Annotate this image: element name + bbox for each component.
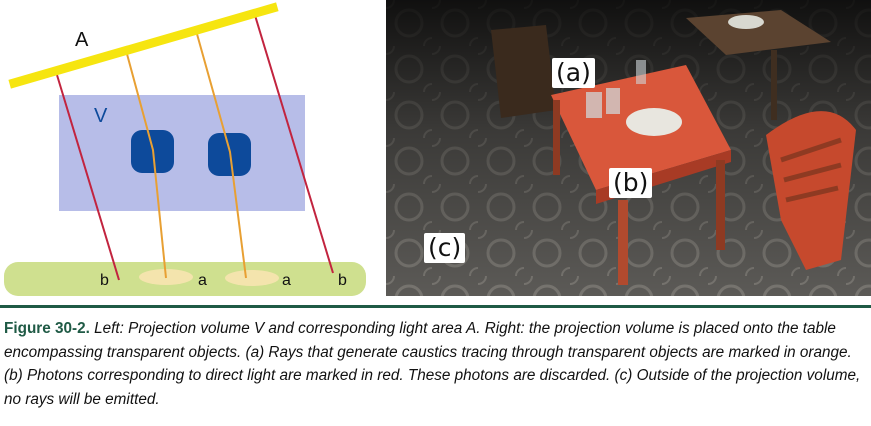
rendered-scene-image: (a) (b) (c) <box>386 0 871 296</box>
orange-ray <box>196 33 247 279</box>
ground-label-a-right: a <box>282 272 291 289</box>
main-table-leg <box>618 200 628 285</box>
back-plate <box>728 15 764 29</box>
projection-volume-diagram: A V b a a b <box>4 2 366 296</box>
glass <box>636 60 646 84</box>
light-area-label: A <box>75 29 89 51</box>
main-table-leg <box>553 100 560 175</box>
caption-divider <box>0 305 871 308</box>
back-table-leg <box>771 50 777 120</box>
volume-label: V <box>94 105 108 127</box>
figure-caption: Figure 30-2. Left: Projection volume V a… <box>4 317 870 411</box>
light-area-bar <box>8 2 279 89</box>
chair-right-slats <box>780 137 842 203</box>
back-table <box>686 10 831 55</box>
plate <box>626 108 682 136</box>
projection-volume <box>59 95 305 211</box>
label-a: (a) <box>552 58 595 88</box>
red-ray <box>253 11 334 274</box>
chair-left <box>491 25 556 118</box>
scene-illustration <box>386 0 871 296</box>
ground-label-b-right: b <box>338 272 347 289</box>
orange-ray <box>126 53 167 279</box>
glass <box>586 92 602 118</box>
label-b: (b) <box>609 168 653 198</box>
ground-label-a-left: a <box>198 272 207 289</box>
red-ray <box>56 74 120 281</box>
label-c: (c) <box>424 233 466 263</box>
glass <box>606 88 620 114</box>
ground-label-b-left: b <box>100 272 109 289</box>
caustic-spot <box>225 270 279 286</box>
caption-text: Left: Projection volume V and correspond… <box>4 320 861 408</box>
main-table-leg <box>716 160 725 250</box>
figure-number: Figure 30-2. <box>4 320 90 337</box>
chair-right <box>766 111 856 270</box>
